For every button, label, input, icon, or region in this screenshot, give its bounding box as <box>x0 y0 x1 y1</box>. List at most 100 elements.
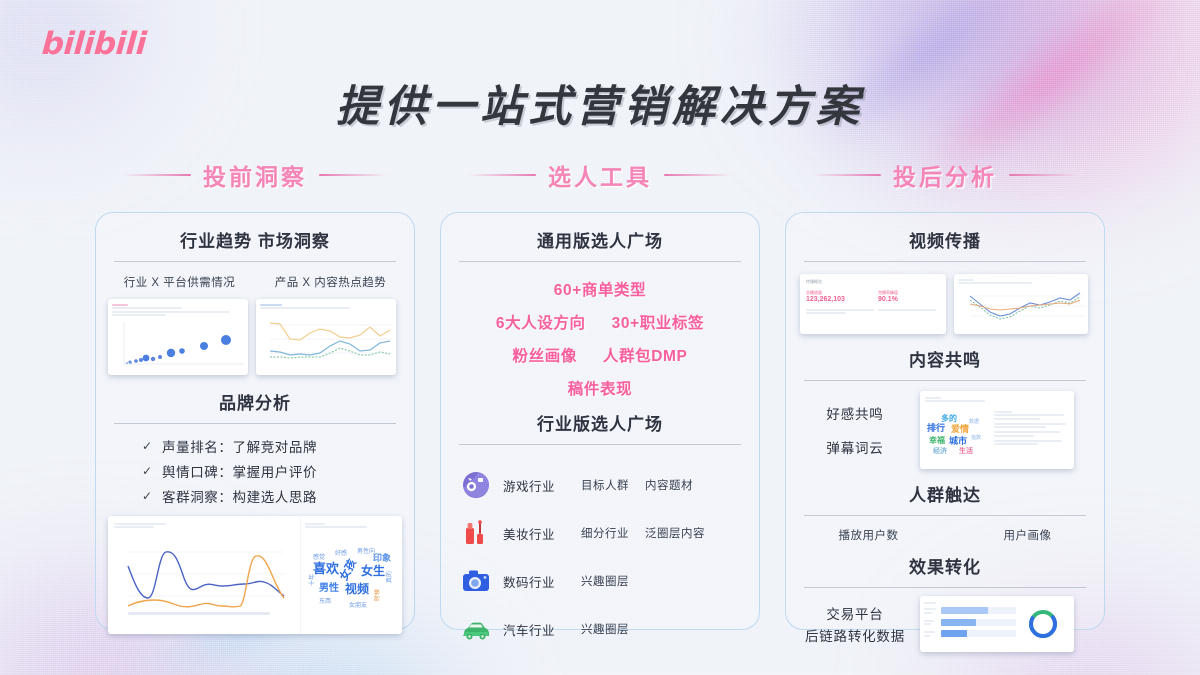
industry-tag: 目标人群 <box>581 480 629 492</box>
card-title-industry-plaza: 行业版选人广场 <box>537 415 663 434</box>
label-post-link-conversion: 后链路转化数据 <box>804 629 906 644</box>
tag-row: 粉丝画像 人群包DMP <box>441 344 759 366</box>
svg-text:数据: 数据 <box>969 418 979 425</box>
tag-career-labels[interactable]: 30+职业标签 <box>611 315 705 332</box>
list-item-beauty-industry[interactable]: 美妆行业 细分行业 泛圈层内容 <box>461 509 739 557</box>
metric-value: 123,262,103 <box>806 296 845 303</box>
tag-group: 60+商单类型 6大人设方向 30+职业标签 粉丝画像 人群包DMP 稿件表现 <box>441 278 759 399</box>
divider <box>114 423 396 424</box>
list-item-digital-industry[interactable]: 数码行业 兴趣圈层 <box>461 557 739 605</box>
thumbnail-header <box>954 274 1088 284</box>
card-title-effect-conversion: 效果转化 <box>909 558 981 577</box>
svg-text:十年: 十年 <box>308 574 316 586</box>
subtitle-supply-demand: 行业 X 平台供需情况 <box>123 277 236 289</box>
chart-thumbnail-scatter[interactable] <box>108 299 248 375</box>
chart-thumbnail-resonance[interactable]: 多的 排行 爱情 幸福 城市 经济 生活 数据 指数 <box>920 391 1074 469</box>
svg-text:生活: 生活 <box>959 446 973 455</box>
divider <box>804 515 1086 516</box>
camera-icon <box>461 566 491 596</box>
divider <box>114 261 396 262</box>
video-trend-line-svg <box>969 292 1084 320</box>
label-user-profile: 用户画像 <box>1003 530 1052 542</box>
subtitle-content-hotspot: 产品 X 内容热点趋势 <box>274 277 387 289</box>
svg-text:真的: 真的 <box>385 571 393 583</box>
check-icon: ✓ <box>142 439 153 453</box>
divider-line-left <box>123 174 191 176</box>
metric-label: 完播率峰值 <box>878 290 898 295</box>
industry-tag: 兴趣圈层 <box>581 576 629 588</box>
svg-text:东西: 东西 <box>319 597 331 605</box>
card-title-brand-analysis: 品牌分析 <box>219 394 291 413</box>
section-label: 投后分析 <box>893 164 997 190</box>
svg-text:男性向: 男性向 <box>357 547 375 555</box>
svg-text:多的: 多的 <box>941 413 957 423</box>
tag-row: 6大人设方向 30+职业标签 <box>441 311 759 333</box>
chart-thumbnail-conversion[interactable] <box>920 596 1074 652</box>
card-title-general-plaza: 通用版选人广场 <box>537 232 663 251</box>
panel-pre-insight: 行业趋势 市场洞察 行业 X 平台供需情况 产品 X 内容热点趋势 <box>95 212 415 634</box>
section-heading-talent-tools: 选人工具 <box>440 158 760 192</box>
thumbnail-header <box>108 299 248 316</box>
metric-card-thumbnail[interactable]: 传播概览 总播放量 123,262,103 完播率峰值 90.1% <box>800 274 946 334</box>
list-item: ✓ 舆情口碑：掌握用户评价 <box>142 461 414 481</box>
list-item: ✓ 客群洞察：构建选人思路 <box>142 486 414 506</box>
panel-talent-tools: 通用版选人广场 60+商单类型 6大人设方向 30+职业标签 粉丝画像 人群包D… <box>440 212 760 640</box>
list-item-label: 舆情口碑：掌握用户评价 <box>162 465 318 480</box>
lipstick-icon <box>461 518 491 548</box>
divider-line-right <box>1009 174 1077 176</box>
list-item-auto-industry[interactable]: 汽车行业 兴趣圈层 <box>461 605 739 653</box>
tag-persona-directions[interactable]: 6大人设方向 <box>495 315 586 332</box>
industry-tag: 内容题材 <box>645 480 693 492</box>
label-trade-platform: 交易平台 <box>826 607 884 622</box>
svg-text:印象: 印象 <box>373 552 391 563</box>
divider <box>804 380 1086 381</box>
metric-value: 90.1% <box>878 296 898 303</box>
svg-text:时候: 时候 <box>373 589 381 601</box>
tag-content-performance[interactable]: 稿件表现 <box>567 381 633 398</box>
chart-thumbnail-trend-lines[interactable] <box>256 299 396 375</box>
list-item: ✓ 声量排名：了解竞对品牌 <box>142 436 414 456</box>
card-title-industry-trend: 行业趋势 市场洞察 <box>180 232 330 251</box>
card-title-video-spread: 视频传播 <box>909 232 981 251</box>
metric-card-header: 传播概览 <box>806 279 822 284</box>
list-item-game-industry[interactable]: 游戏行业 目标人群 内容题材 <box>461 461 739 509</box>
tag-order-types[interactable]: 60+商单类型 <box>553 282 647 299</box>
label-play-user-count: 播放用户数 <box>838 530 899 542</box>
svg-text:喜欢: 喜欢 <box>313 561 340 576</box>
bilibili-logo: bilibili <box>40 26 148 62</box>
tag-row: 60+商单类型 <box>441 278 759 300</box>
card-title-audience-reach: 人群触达 <box>909 486 981 505</box>
industry-tag: 泛圈层内容 <box>645 528 705 540</box>
svg-text:幸福: 幸福 <box>929 435 945 445</box>
divider-line-left <box>468 174 536 176</box>
svg-text:女朋友: 女朋友 <box>349 601 367 609</box>
list-item-label: 声量排名：了解竞对品牌 <box>162 440 318 455</box>
check-icon: ✓ <box>142 489 153 503</box>
svg-text:男性: 男性 <box>319 581 339 594</box>
tag-fan-profile[interactable]: 粉丝画像 <box>512 348 577 365</box>
donut-chart-svg <box>1029 610 1057 638</box>
svg-text:女孩: 女孩 <box>336 557 359 583</box>
card-title-content-resonance: 内容共鸣 <box>909 351 981 370</box>
game-controller-icon <box>461 470 491 500</box>
svg-text:女生: 女生 <box>361 563 385 578</box>
svg-text:好感: 好感 <box>335 549 347 557</box>
scatter-chart-svg <box>123 321 244 364</box>
svg-text:指数: 指数 <box>971 434 981 441</box>
svg-text:视频: 视频 <box>345 581 369 596</box>
metric-label: 总播放量 <box>806 290 822 295</box>
industry-name: 数码行业 <box>503 575 556 590</box>
panel-post-analysis: 视频传播 传播概览 总播放量 123,262,103 完播率峰值 90.1% <box>785 212 1105 652</box>
industry-name: 游戏行业 <box>503 479 556 494</box>
svg-text:经济: 经济 <box>933 446 948 455</box>
divider-line-right <box>664 174 732 176</box>
tag-audience-dmp[interactable]: 人群包DMP <box>602 348 688 365</box>
subtitle-row: 行业 X 平台供需情况 产品 X 内容热点趋势 <box>96 274 414 290</box>
chart-thumbnail-video-trend[interactable] <box>954 274 1088 334</box>
svg-text:爱情: 爱情 <box>951 423 969 434</box>
section-heading-post-analysis: 投后分析 <box>785 158 1105 192</box>
svg-text:感觉: 感觉 <box>313 553 325 561</box>
industry-list: 游戏行业 目标人群 内容题材 美妆行业 细分行业 泛圈层内容 <box>441 461 759 653</box>
section-label: 投前洞察 <box>203 164 307 190</box>
chart-thumbnail-brand-voice[interactable]: 喜欢 女生 视频 男性 印象 女孩 感觉 好感 男性向 十年 真的 东西 女朋友… <box>108 516 402 634</box>
